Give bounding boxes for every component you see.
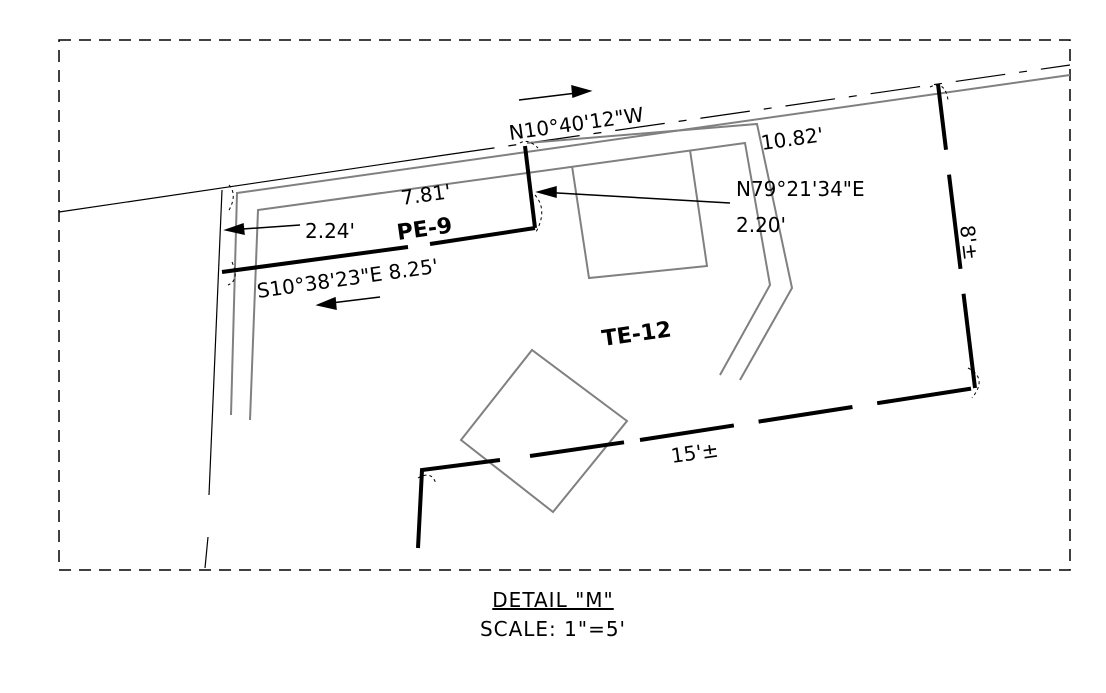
- label-dist-15: 15'±: [669, 438, 720, 468]
- corner-arcs: [227, 84, 980, 485]
- label-dist-right: 2.20': [736, 213, 786, 237]
- curb-lines: [230, 74, 1071, 514]
- te-12-boundary: [416, 83, 977, 549]
- leaders: [223, 84, 731, 310]
- detail-border: [58, 39, 1071, 571]
- label-bearing-bottom: S10°38'23"E 8.25': [255, 254, 439, 303]
- label-bearing-right: N79°21'34"E: [736, 177, 865, 201]
- detail-scale: SCALE: 1"=5': [479, 617, 627, 641]
- left-property-line-lower: [204, 536, 209, 569]
- label-dist-2-24: 2.24': [305, 219, 355, 243]
- pe-9-boundary: [221, 145, 537, 274]
- left-property-line: [208, 189, 223, 496]
- row-line-dashed: [444, 64, 1071, 156]
- row-line-solid: [58, 154, 446, 213]
- label-dist-8: 8'±: [955, 224, 983, 262]
- label-dist-7-81: 7.81': [399, 179, 452, 210]
- label-dist-top: 10.82': [759, 122, 824, 155]
- detail-title-text: DETAIL "M": [492, 588, 614, 612]
- detail-title: DETAIL "M": [0, 588, 1106, 612]
- label-te-12: TE-12: [600, 317, 673, 351]
